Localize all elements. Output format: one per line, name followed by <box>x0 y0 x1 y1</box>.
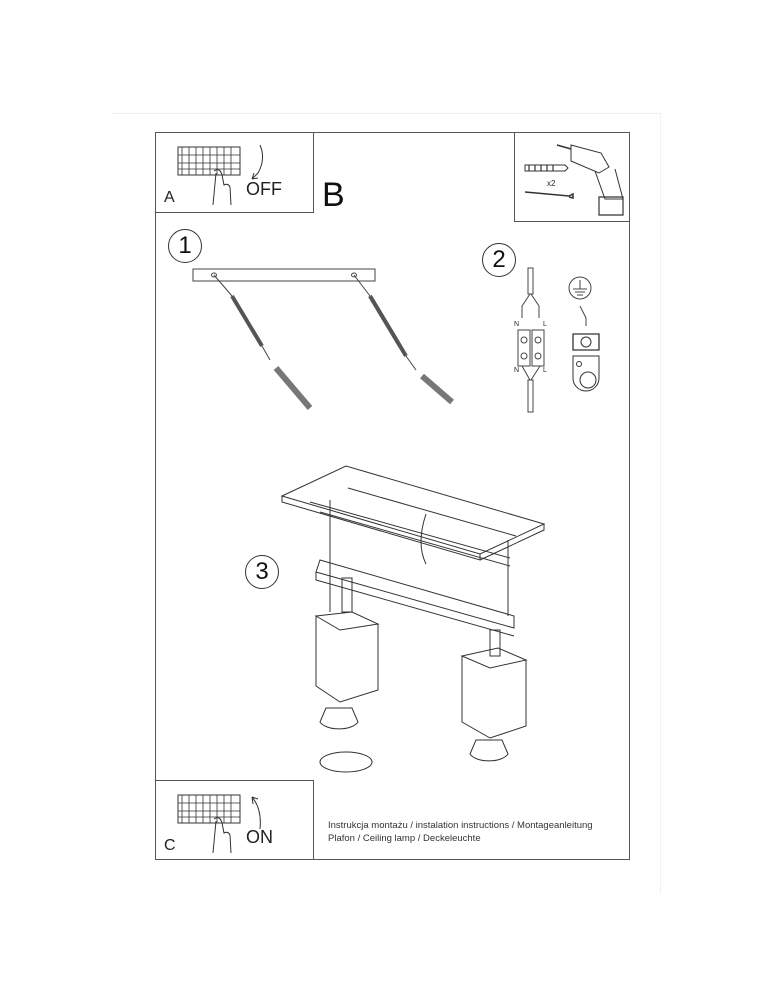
breaker-switch-off-icon <box>174 141 274 211</box>
terminal-label-l-top: L <box>543 321 547 328</box>
step-2-number: 2 <box>482 243 516 277</box>
tools-box: x2 <box>514 132 630 222</box>
wiring-terminal-icon <box>512 268 552 414</box>
ground-symbol-icon <box>565 276 615 406</box>
terminal-label-n-bottom: N <box>514 367 520 374</box>
terminal-label-l-bottom: L <box>543 367 547 374</box>
step-c-box: C ON <box>155 780 314 860</box>
mounting-plate-screws-icon <box>192 268 382 408</box>
step-b-label: B <box>322 176 345 214</box>
power-drill-icon <box>555 137 627 219</box>
caption-line-2: Plafon / Ceiling lamp / Deckeleuchte <box>328 833 481 844</box>
instruction-frame <box>155 132 630 860</box>
ceiling-lamp-assembly-icon <box>280 462 540 782</box>
step-3-number: 3 <box>245 555 279 589</box>
breaker-switch-on-icon <box>174 789 274 859</box>
quantity-label: x2 <box>547 179 556 188</box>
screw-anchor-right <box>370 296 460 406</box>
step-a-box: A OFF <box>155 132 314 213</box>
step-c-action: ON <box>246 827 273 847</box>
step-1-number: 1 <box>168 229 202 263</box>
page-sheet <box>112 113 661 894</box>
step-a-label: A <box>164 189 175 206</box>
terminal-label-n-top: N <box>514 321 520 328</box>
caption-line-1: Instrukcja montażu / instalation instruc… <box>328 820 593 831</box>
screw-icon <box>523 189 575 199</box>
step-c-label: C <box>164 837 176 854</box>
caption: Instrukcja montażu / instalation instruc… <box>328 819 593 845</box>
wall-plug-icon <box>523 161 569 175</box>
step-a-action: OFF <box>246 179 282 199</box>
